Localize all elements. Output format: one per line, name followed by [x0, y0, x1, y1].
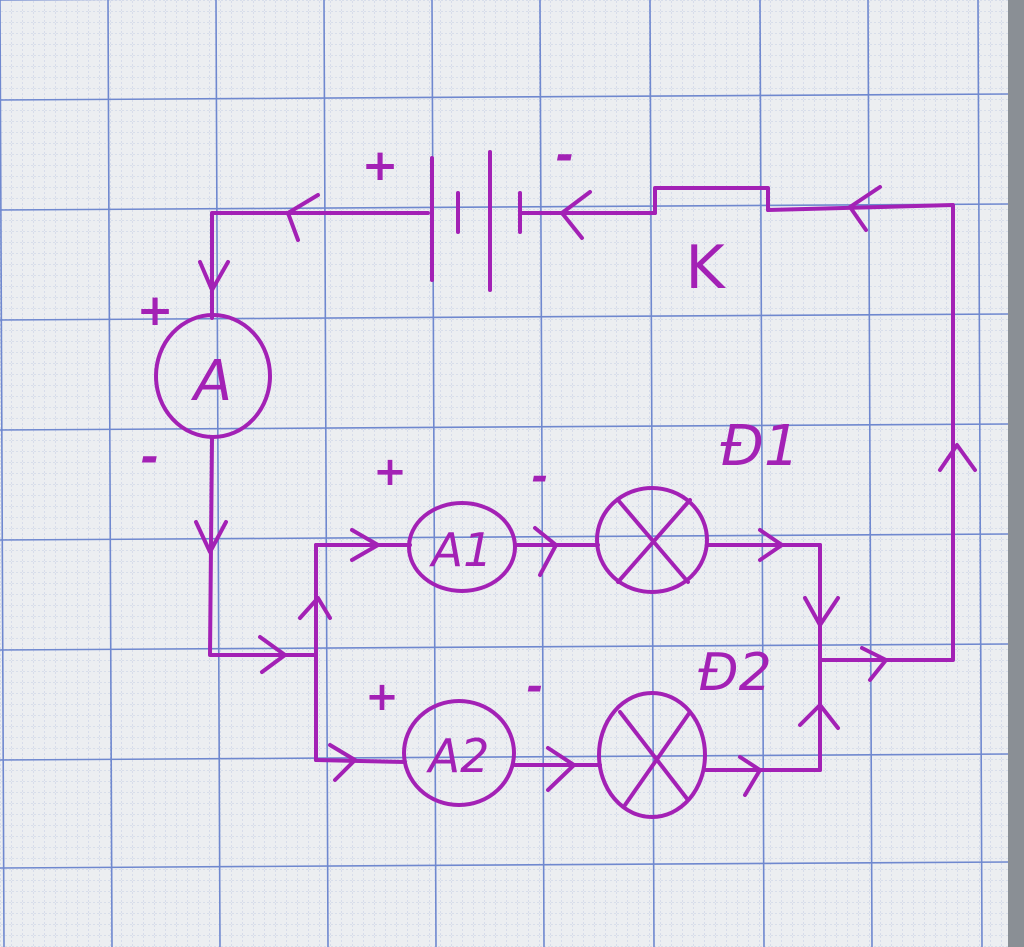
ammeter-main-plus-sign: +	[137, 285, 174, 336]
major-grid-horizontal-3	[0, 313, 1011, 321]
circuit-wires	[208, 186, 955, 772]
major-grid-horizontal-7	[0, 753, 1011, 761]
major-grid-vertical-7	[759, 0, 765, 947]
wire-top-left	[210, 211, 430, 290]
lamp-2-label: Đ2	[698, 643, 771, 703]
major-grid-horizontal-6	[0, 643, 1011, 651]
wire-branch2-in	[314, 758, 407, 764]
major-grid-horizontal-8	[0, 861, 1011, 869]
ammeter-main-label: A	[191, 349, 232, 414]
battery	[430, 150, 522, 292]
labels: + - K + - + - + - Đ1 Đ2	[137, 130, 800, 720]
switch-k	[653, 186, 770, 215]
ammeter-1-minus-sign: -	[532, 454, 549, 500]
major-grid-horizontal-5	[0, 533, 1011, 541]
ammeter-main: A	[154, 313, 272, 439]
major-grid-vertical-9	[977, 0, 983, 947]
major-grid-horizontal-2	[0, 203, 1011, 211]
major-grid-vertical-1	[107, 0, 113, 947]
battery-plus-sign: +	[362, 140, 399, 191]
switch-label: K	[685, 233, 726, 303]
ammeter-2: A2	[402, 699, 516, 807]
ammeter-2-minus-sign: -	[527, 664, 544, 710]
major-grid-horizontal-1	[0, 93, 1011, 101]
major-grid-vertical-3	[323, 0, 329, 947]
major-grid-vertical-0	[0, 0, 5, 947]
current-arrows	[194, 185, 977, 797]
ammeter-2-plus-sign: +	[365, 674, 399, 720]
ammeter-1: A1	[407, 501, 517, 593]
major-grid-horizontal-4	[0, 423, 1011, 431]
major-grid-vertical-6	[649, 0, 655, 947]
major-grid-vertical-2	[215, 0, 221, 947]
ammeter-1-plus-sign: +	[373, 449, 407, 495]
major-grid-vertical-5	[539, 0, 545, 947]
ammeter-2-label: A2	[426, 729, 490, 783]
battery-minus-sign: -	[556, 130, 574, 181]
ammeter-1-label: A1	[429, 523, 493, 577]
major-grid-vertical-8	[867, 0, 873, 947]
page-edge-shadow	[1008, 0, 1024, 947]
lamp-1-label: Đ1	[720, 414, 799, 479]
lamp-1	[595, 486, 709, 594]
lamp-2	[597, 691, 707, 819]
wire-a-bottom	[208, 436, 318, 657]
ammeter-main-minus-sign: -	[141, 432, 159, 483]
